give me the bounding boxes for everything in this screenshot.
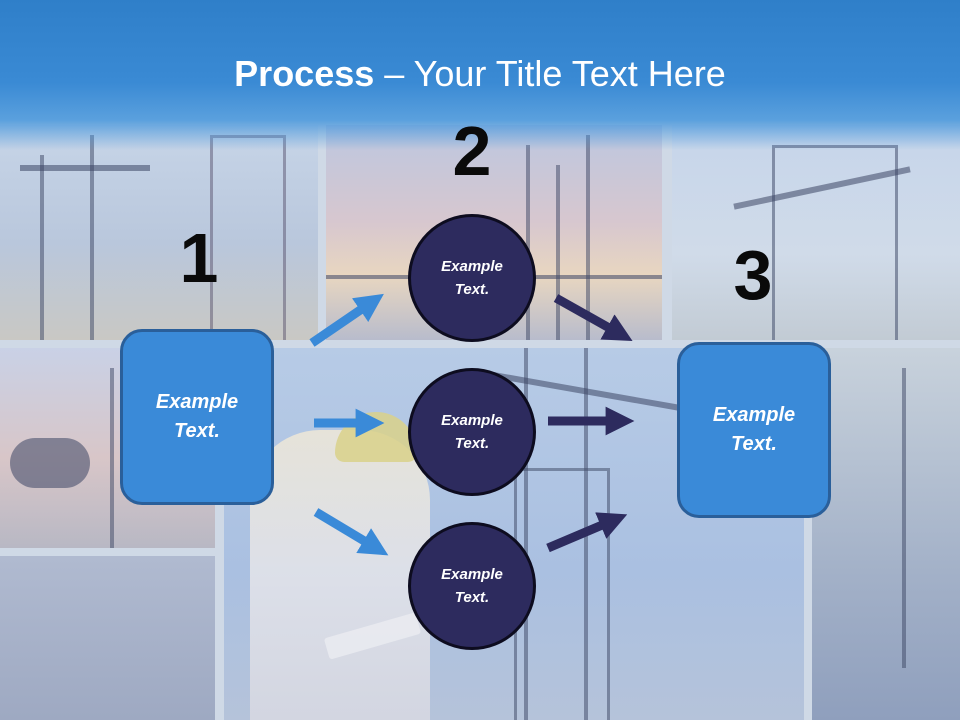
circle-top-text: Example Text.: [441, 258, 503, 298]
circle-bottom-text: Example Text.: [441, 566, 503, 606]
arrow-from-circle-top: [553, 294, 633, 342]
title-banner: [0, 0, 960, 150]
circle-bottom[interactable]: Example Text.: [408, 522, 536, 650]
arrow-to-circle-bottom: [313, 508, 389, 556]
circle-middle[interactable]: Example Text.: [408, 368, 536, 496]
title-bold: Process: [234, 53, 375, 94]
slide-title[interactable]: Process – Your Title Text Here: [0, 52, 960, 96]
step-number-3: 3: [733, 236, 773, 314]
left-step-box[interactable]: Example Text.: [120, 329, 274, 505]
step-number-1: 1: [179, 219, 219, 297]
arrow-from-circle-bottom: [546, 512, 628, 553]
circle-middle-text: Example Text.: [441, 412, 503, 452]
background-photo-oil-spill: [0, 556, 215, 720]
engineer-figure: [250, 430, 430, 720]
background-photo-valve: [812, 348, 960, 720]
left-step-box-text: Example Text.: [155, 391, 239, 442]
arrow-to-circle-top: [309, 293, 384, 347]
background-photo-oil-rig: [0, 125, 318, 340]
circle-top[interactable]: Example Text.: [408, 214, 536, 342]
title-rest: – Your Title Text Here: [374, 53, 726, 94]
right-step-box[interactable]: Example Text.: [677, 342, 831, 518]
step-number-2: 2: [452, 112, 492, 190]
right-step-box-text: Example Text.: [712, 404, 796, 455]
